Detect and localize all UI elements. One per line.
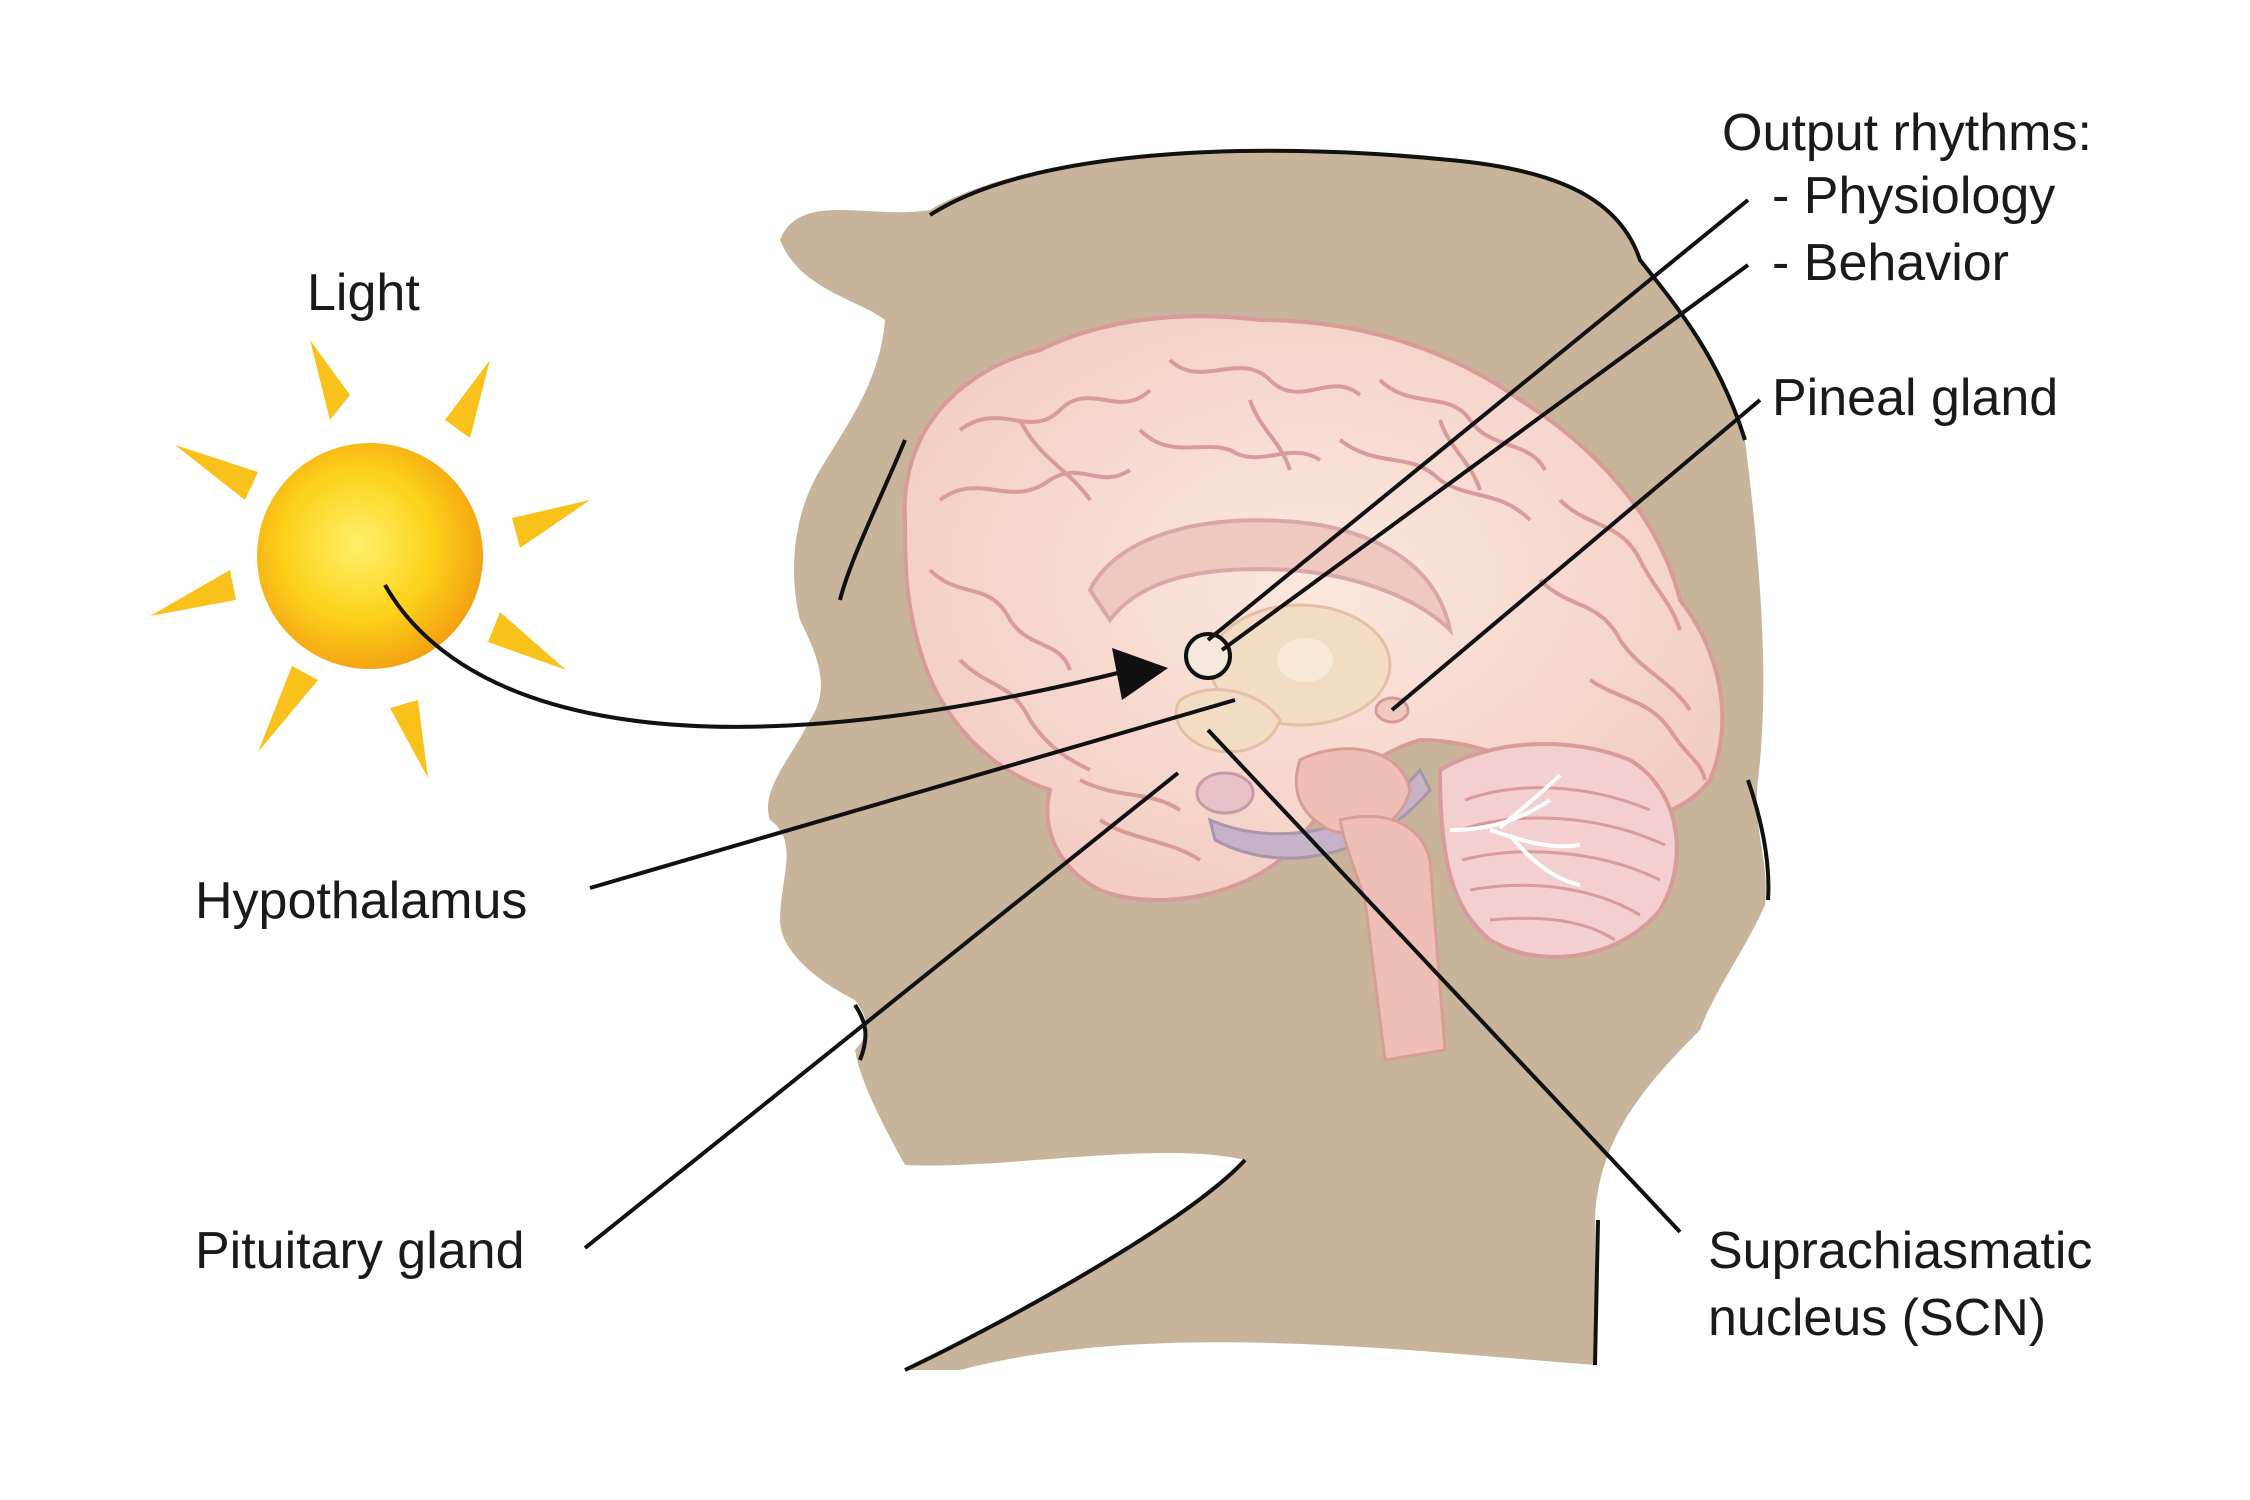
brain-illustration: [902, 314, 1725, 1062]
leader-physiology: [1206, 198, 1750, 642]
label-scn-line1: Suprachiasmatic: [1708, 1222, 2092, 1280]
sun-rays: [150, 340, 590, 778]
lavender-structure: [1207, 767, 1432, 860]
head-outline-neck: [1593, 1219, 1600, 1366]
label-output-physiology: - Physiology: [1772, 167, 2055, 225]
arrow-head-icon: [1112, 648, 1168, 700]
leader-pineal: [1390, 398, 1762, 712]
label-output-title: Output rhythms:: [1722, 104, 2092, 162]
label-pituitary: Pituitary gland: [195, 1222, 525, 1280]
sun-disc: [257, 443, 483, 669]
label-output-behavior: - Behavior: [1772, 234, 2009, 292]
sun-icon: [150, 340, 590, 778]
head-outline-ear: [1746, 779, 1771, 901]
brainstem: [1338, 814, 1447, 1062]
label-scn-line2: nucleus (SCN): [1708, 1289, 2046, 1347]
head-outline-jaw: [904, 1158, 1247, 1372]
label-pineal: Pineal gland: [1772, 369, 2058, 427]
pituitary-gland: [1195, 771, 1255, 815]
leader-scn: [1206, 728, 1682, 1234]
head-outline-brow: [838, 439, 907, 601]
head-outline-back: [928, 148, 1747, 441]
cerebellum-folia: [1459, 786, 1666, 942]
label-hypothalamus: Hypothalamus: [195, 872, 527, 930]
light-path-arrow: [383, 584, 1131, 729]
hypothalamus-region: [1174, 688, 1282, 754]
arbor-vitae: [1449, 773, 1581, 887]
label-light: Light: [307, 264, 420, 322]
leader-hypothalamus: [589, 698, 1236, 890]
scn-marker: [1184, 632, 1232, 680]
thalamus-highlight: [1277, 638, 1333, 682]
head-outline-chin: [853, 1003, 868, 1061]
leader-behavior: [1220, 263, 1750, 652]
leader-pituitary: [583, 771, 1180, 1250]
